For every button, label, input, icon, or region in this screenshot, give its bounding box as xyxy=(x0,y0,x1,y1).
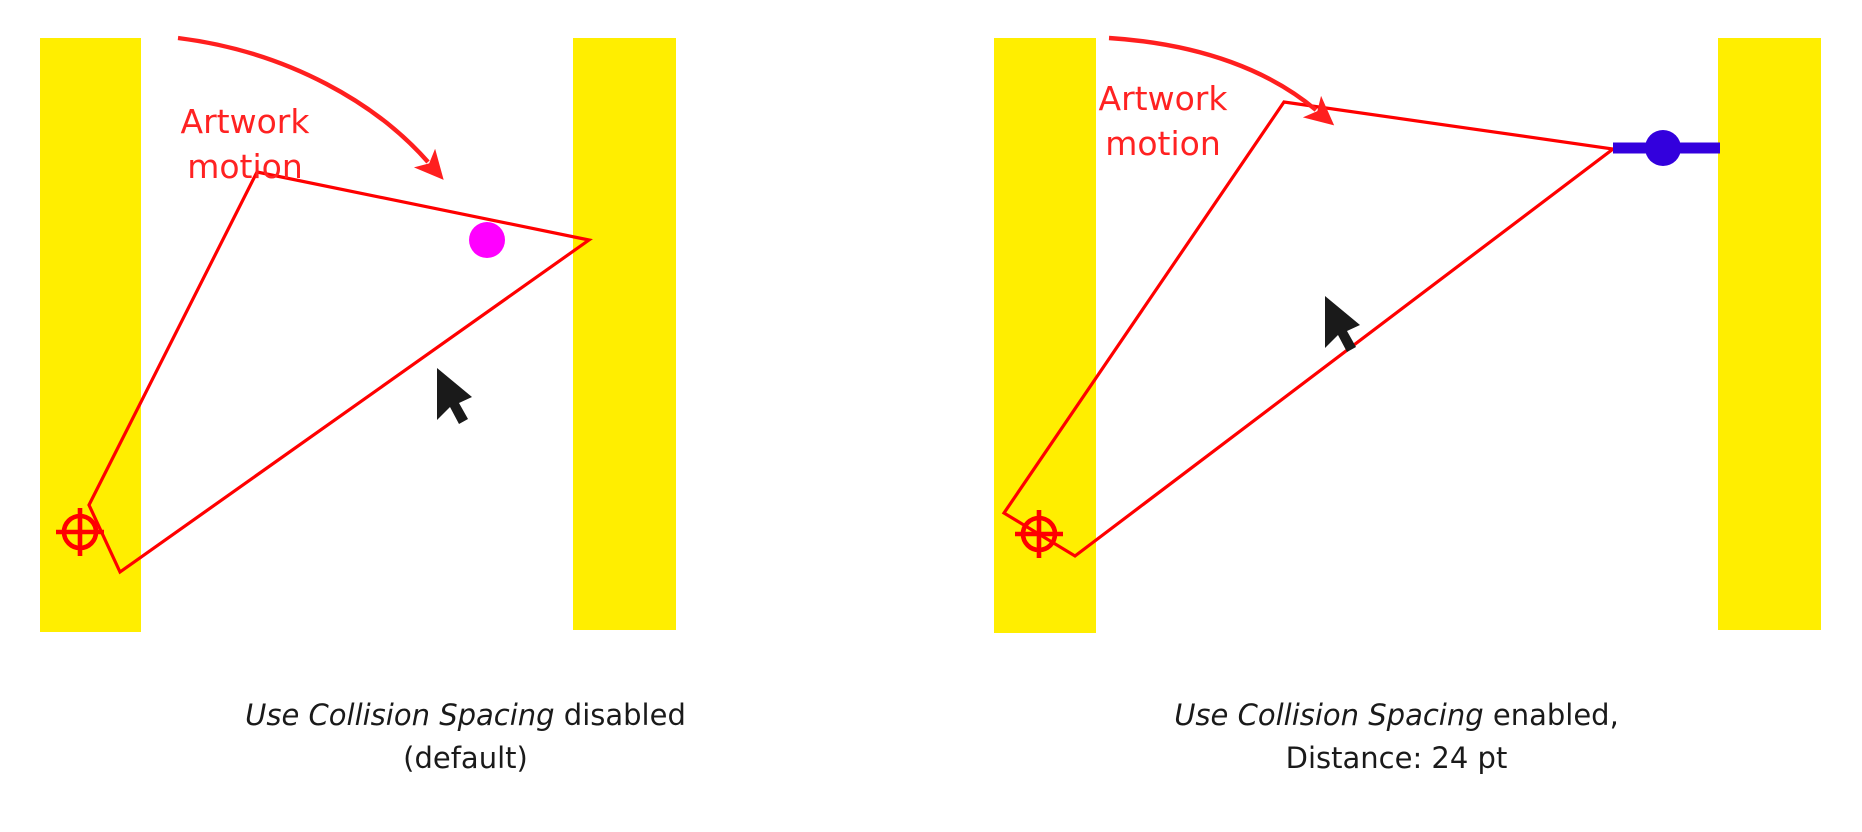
artwork-motion-label-line1: Artwork xyxy=(1099,79,1229,118)
motion-arc-arrow xyxy=(1108,35,1335,126)
mouse-cursor xyxy=(437,368,472,424)
spacing-indicator-dot xyxy=(1645,130,1681,166)
obstacle-bar-right xyxy=(1718,38,1821,630)
caption-line-1: Use Collision Spacing disabled xyxy=(0,694,931,737)
caption-line-1-rest: enabled, xyxy=(1483,698,1619,732)
panel-collision-spacing-enabled: Artwork motion Use Collision Spacing ena… xyxy=(931,0,1862,832)
rotating-artwork-outline xyxy=(87,170,593,575)
panel-right-graphic: Artwork motion xyxy=(994,35,1821,633)
caption-emphasis: Use Collision Spacing xyxy=(1174,698,1484,732)
caption-emphasis: Use Collision Spacing xyxy=(245,698,555,732)
caption-line-2: Distance: 24 pt xyxy=(1285,741,1508,775)
motion-arc-arrow xyxy=(177,35,444,180)
collision-point-dot xyxy=(469,222,505,258)
caption-collision-spacing-enabled: Use Collision Spacing enabled, Distance:… xyxy=(931,694,1862,780)
artwork-motion-label-line2: motion xyxy=(1105,124,1221,163)
obstacle-bar-right xyxy=(573,38,676,630)
panel-left-graphic: Artwork motion xyxy=(40,35,676,632)
caption-line-1-rest: disabled xyxy=(554,698,686,732)
rotation-anchor-mark xyxy=(56,508,104,556)
obstacle-bar-left xyxy=(994,38,1096,633)
caption-line-2: (default) xyxy=(403,741,528,775)
artwork-motion-label-line2: motion xyxy=(187,147,303,186)
mouse-cursor xyxy=(1325,296,1360,352)
artwork-motion-label-line1: Artwork xyxy=(181,102,311,141)
caption-line-1: Use Collision Spacing enabled, xyxy=(931,694,1862,737)
rotation-anchor-mark xyxy=(1015,510,1063,558)
caption-collision-spacing-disabled: Use Collision Spacing disabled (default) xyxy=(0,694,931,780)
panel-collision-spacing-disabled: Artwork motion Use Collision Spacing dis… xyxy=(0,35,931,780)
